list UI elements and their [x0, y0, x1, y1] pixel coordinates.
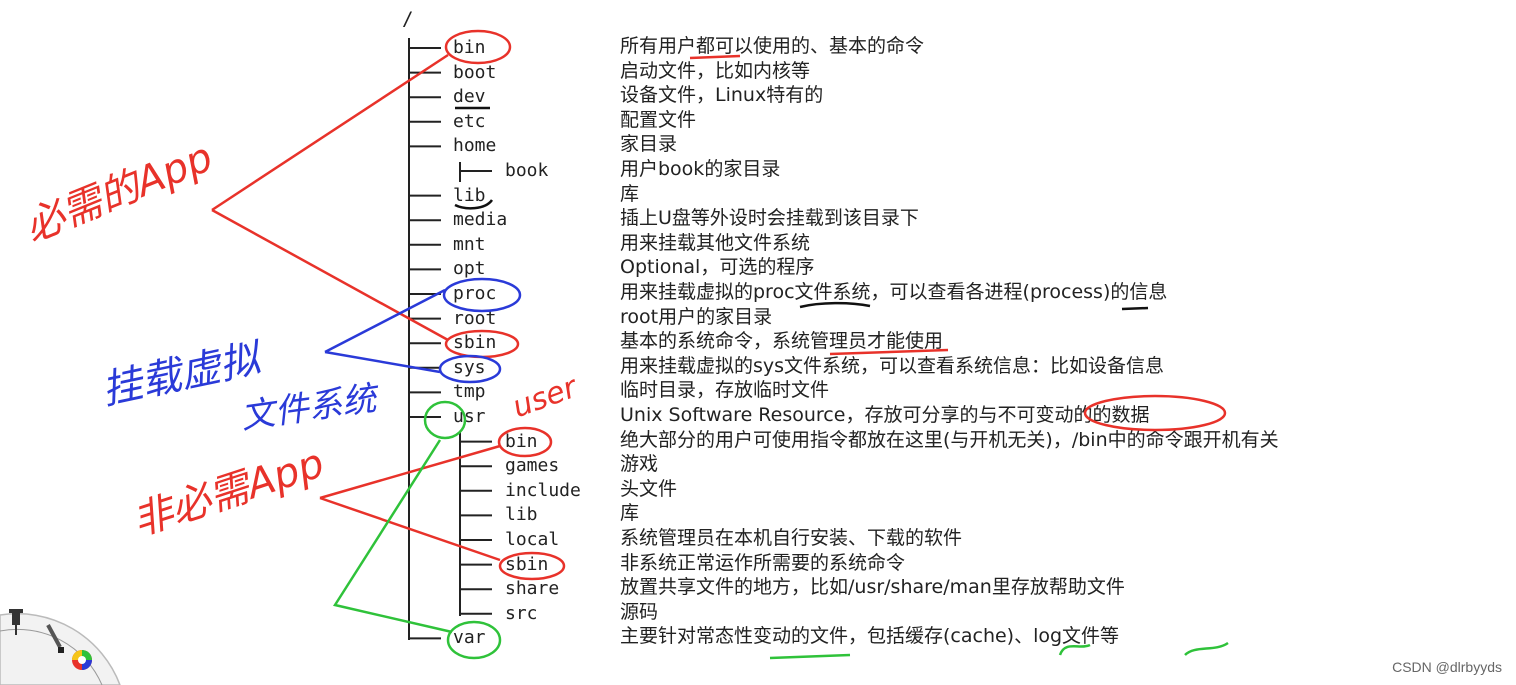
dir-name-home: home — [453, 135, 497, 157]
dir-desc-root: root用户的家目录 — [620, 305, 773, 328]
dir-name-lib: lib — [453, 184, 486, 206]
dir-name-include-sub: include — [505, 479, 581, 501]
dir-desc-etc: 配置文件 — [620, 108, 697, 131]
dir-name-local-sub: local — [505, 529, 560, 550]
dir-name-lib-sub: lib — [505, 504, 538, 526]
dir-desc-local-sub: 系统管理员在本机自行安装、下载的软件 — [620, 527, 963, 549]
dir-desc-lib-sub: 库 — [620, 502, 640, 525]
dir-name-etc: etc — [453, 110, 486, 132]
dir-name-sys: sys — [453, 356, 486, 378]
dir-desc-sbin: 基本的系统命令，系统管理员才能使用 — [620, 330, 944, 353]
dir-name-share-sub: share — [505, 578, 560, 600]
dir-desc-mnt: 用来挂载其他文件系统 — [620, 231, 811, 254]
dir-name-media: media — [453, 209, 508, 231]
dir-desc-bin: 所有用户都可以使用的、基本的命令 — [620, 35, 925, 57]
dir-desc-games-sub: 游戏 — [620, 453, 659, 476]
dir-name-sbin: sbin — [453, 332, 497, 354]
dir-name-mnt: mnt — [453, 233, 486, 255]
dir-desc-include-sub: 头文件 — [620, 477, 678, 500]
drawing-tool-dock[interactable] — [0, 595, 130, 685]
watermark: CSDN @dlrbyyds — [1392, 659, 1502, 675]
dir-name-sbin-sub: sbin — [505, 553, 549, 575]
dir-desc-bin-sub: 绝大部分的用户可使用指令都放在这里(与开机无关)，/bin中的命令跟开机有关 — [620, 428, 1279, 451]
dir-name-tmp: tmp — [453, 381, 486, 403]
dir-name-boot: boot — [453, 61, 497, 83]
dir-desc-book-sub: 用户book的家目录 — [620, 158, 781, 180]
dir-desc-boot: 启动文件，比如内核等 — [620, 59, 811, 82]
dir-desc-dev: 设备文件，Linux特有的 — [620, 84, 824, 107]
dir-name-opt: opt — [453, 258, 486, 280]
dir-desc-var: 主要针对常态性变动的文件，包括缓存(cache)、log文件等 — [620, 625, 1120, 648]
root-dir: / — [402, 8, 414, 30]
dir-desc-src-sub: 源码 — [620, 600, 659, 623]
dir-name-var: var — [453, 627, 486, 649]
dir-name-src-sub: src — [505, 602, 538, 624]
dir-name-dev: dev — [453, 86, 486, 108]
dir-desc-proc: 用来挂载虚拟的proc文件系统，可以查看各进程(process)的信息 — [620, 281, 1168, 303]
dir-desc-tmp: 临时目录，存放临时文件 — [620, 379, 830, 402]
brush-icon[interactable] — [46, 624, 64, 653]
dir-desc-home: 家目录 — [620, 133, 678, 156]
pin-icon[interactable] — [9, 609, 23, 635]
dir-name-bin-sub: bin — [505, 430, 538, 452]
dir-desc-sys: 用来挂载虚拟的sys文件系统，可以查看系统信息：比如设备信息 — [620, 354, 1165, 377]
dir-desc-share-sub: 放置共享文件的地方，比如/usr/share/man里存放帮助文件 — [620, 576, 1125, 599]
dir-name-root: root — [453, 307, 497, 329]
dir-name-usr: usr — [453, 406, 486, 427]
dir-desc-usr: Unix Software Resource，存放可分享的与不可变动的的数据 — [620, 404, 1150, 426]
dir-desc-lib: 库 — [620, 182, 640, 205]
dir-name-proc: proc — [453, 283, 497, 304]
dir-desc-sbin-sub: 非系统正常运作所需要的系统命令 — [620, 551, 906, 574]
dir-desc-media: 插上U盘等外设时会挂载到该目录下 — [620, 207, 919, 230]
dir-name-bin: bin — [453, 37, 486, 58]
dir-desc-opt: Optional，可选的程序 — [620, 256, 815, 279]
color-wheel-icon[interactable] — [72, 650, 92, 670]
dir-name-book-sub: book — [505, 160, 549, 181]
dir-name-games-sub: games — [505, 455, 560, 477]
